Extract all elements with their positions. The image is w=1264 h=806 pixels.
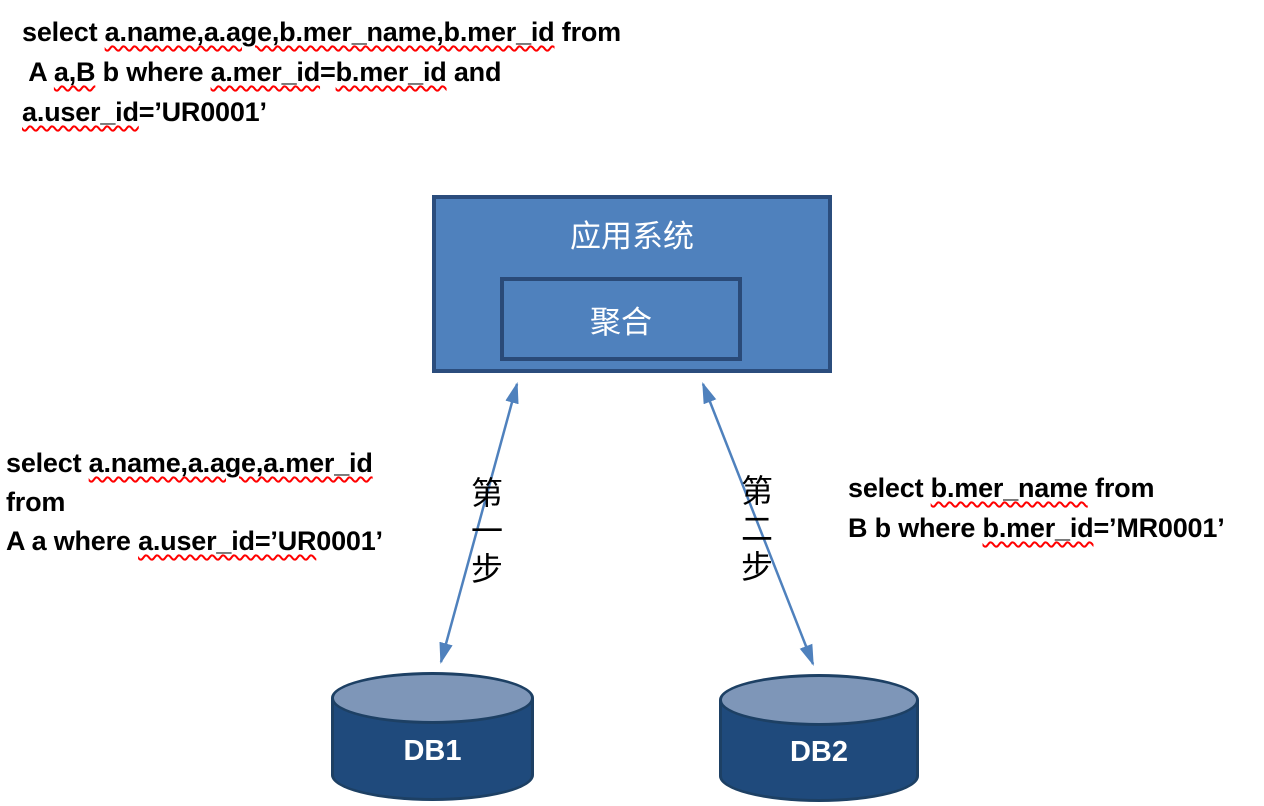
sql-line: from (6, 483, 383, 522)
sql-text-misspelled: a.name,a.age,b.mer_name,b.mer_id (104, 17, 555, 47)
db1-cylinder: DB1 (331, 672, 534, 801)
sql-text: A a where (6, 526, 139, 556)
sql-text-misspelled: b.mer_name (930, 473, 1088, 503)
sql-text: = (320, 57, 336, 87)
sql-text: =’UR0001’ (138, 97, 267, 127)
sql-text: from (6, 487, 66, 517)
step2-label: 第二步 (737, 474, 773, 588)
db2-cylinder: DB2 (719, 674, 919, 802)
sql-text-misspelled: a.user_id (22, 97, 139, 127)
aggregation-box: 聚合 (500, 277, 742, 361)
sql-text-misspelled: a.name,a.age,a.mer_id (88, 448, 373, 478)
sql-line: select a.name,a.age,b.mer_name,b.mer_id … (22, 12, 621, 52)
db2-cylinder-top (719, 674, 919, 726)
sql-line: select a.name,a.age,a.mer_id (6, 444, 383, 483)
application-system-box: 应用系统 聚合 (432, 195, 832, 373)
db1-cylinder-top (331, 672, 534, 724)
sql-text: 0001’ (316, 526, 383, 556)
sql-text: b where (95, 57, 211, 87)
db2-label: DB2 (789, 736, 848, 768)
sql-text-misspelled: b.mer_id (335, 57, 447, 87)
sql-text: and (446, 57, 502, 87)
sql-line: B b where b.mer_id=’MR0001’ (848, 508, 1225, 548)
sql-text: A (22, 57, 54, 87)
sql-text: select (22, 17, 105, 47)
application-system-title: 应用系统 (570, 219, 694, 254)
sql-text: =’MR0001’ (1093, 513, 1225, 543)
aggregation-label: 聚合 (590, 304, 652, 340)
sql-text: select (6, 448, 89, 478)
sql-line: A a,B b where a.mer_id=b.mer_id and (22, 52, 621, 92)
sql-line: select b.mer_name from (848, 468, 1225, 508)
sql-text: from (554, 17, 621, 47)
sql-text-misspelled: a.mer_id (210, 57, 321, 87)
sql-line: a.user_id=’UR0001’ (22, 92, 621, 132)
sql-line: A a where a.user_id=’UR0001’ (6, 522, 383, 561)
sql-text-misspelled: a.user_id=’UR (138, 526, 317, 556)
sql-text: select (848, 473, 931, 503)
sql-text: B b where (848, 513, 983, 543)
sql-text-misspelled: a,B (53, 57, 96, 87)
step1-label: 第一步 (467, 476, 503, 590)
db1-label: DB1 (403, 734, 462, 767)
sql-text: from (1087, 473, 1155, 503)
sql-combined-query: select a.name,a.age,b.mer_name,b.mer_id … (22, 12, 621, 132)
sql-text-misspelled: b.mer_id (982, 513, 1094, 543)
